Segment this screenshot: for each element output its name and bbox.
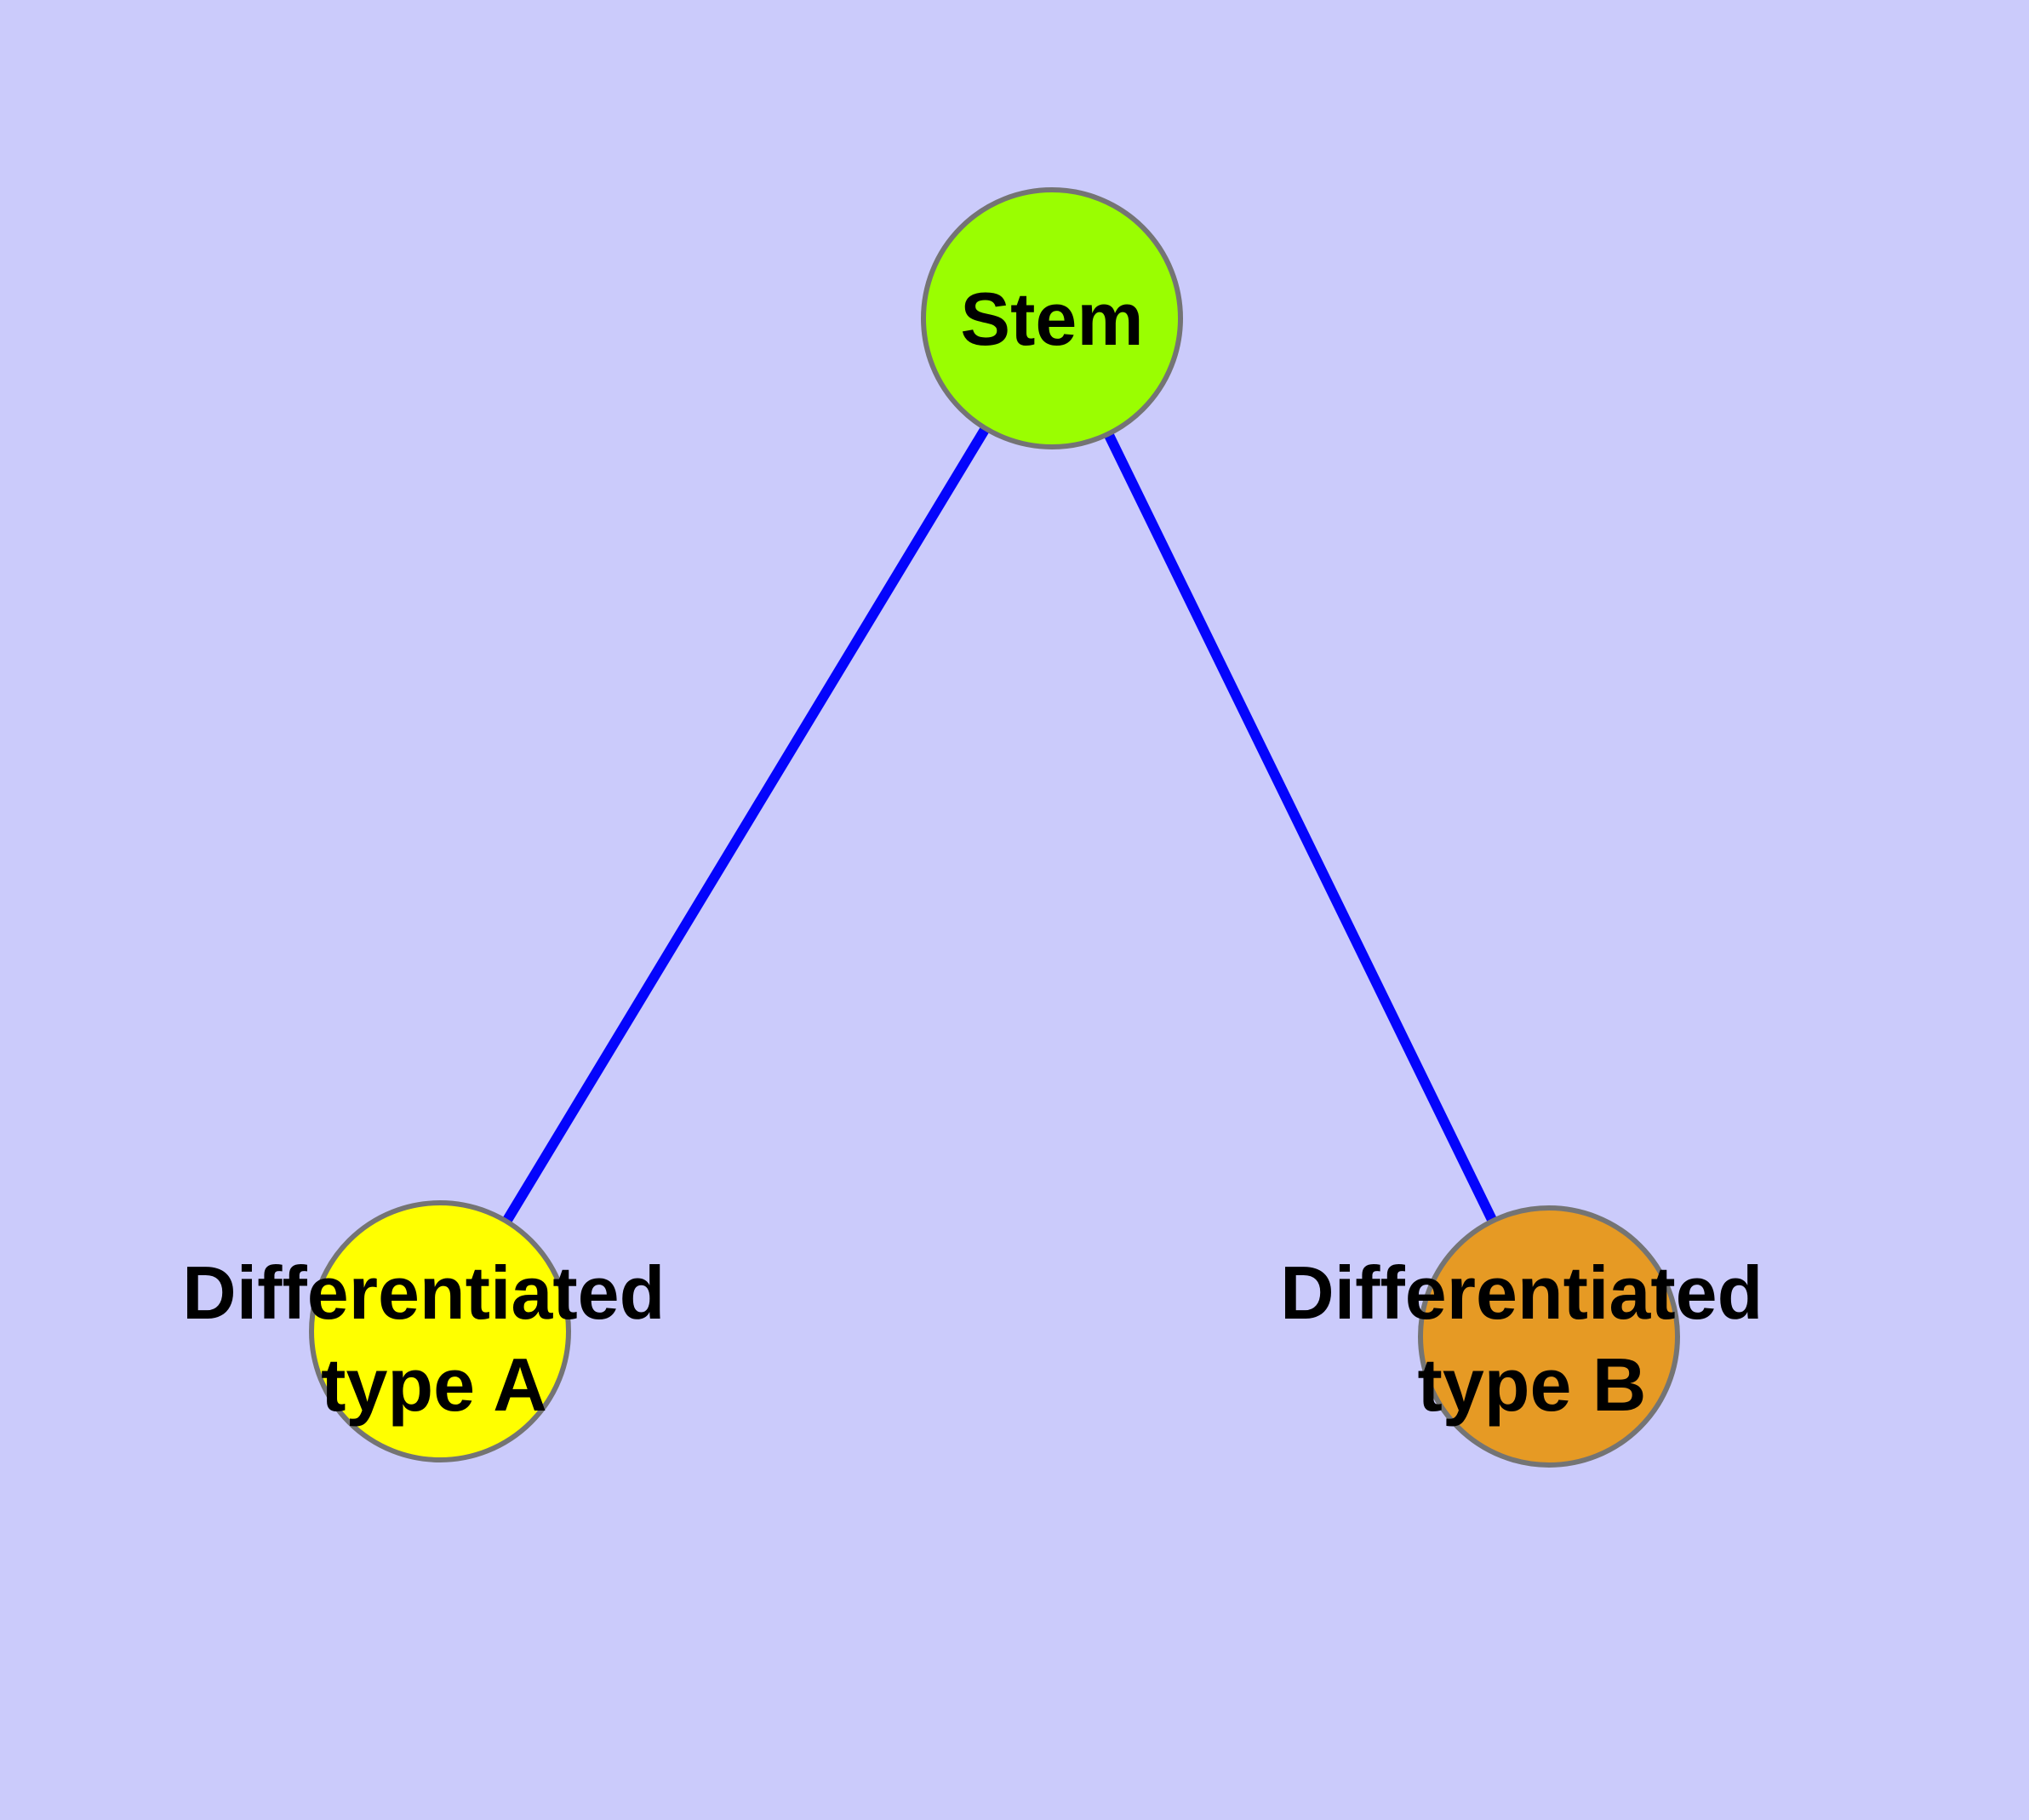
node-stem: Stem (921, 187, 1183, 449)
node-differentiated-type-a: Differentiated type A (182, 1200, 686, 1462)
node-stem-circle (921, 187, 1183, 449)
node-type-b-label-line2: type B (1418, 1342, 1647, 1427)
node-stem-label-line1: Stem (960, 277, 1143, 361)
node-type-a-label-line2: type A (321, 1342, 547, 1427)
node-type-a-circle (309, 1200, 571, 1462)
node-type-a-label-line1: Differentiated (182, 1251, 665, 1335)
node-differentiated-type-b: Differentiated type B (1280, 1205, 1784, 1468)
node-type-a-label: Differentiated type A (182, 1251, 686, 1427)
node-type-b-label: Differentiated type B (1280, 1251, 1784, 1427)
edge-stem-to-type-a (435, 315, 1057, 1335)
node-stem-label: Stem (960, 277, 1143, 361)
node-type-b-circle (1418, 1205, 1680, 1468)
edge-stem-to-type-b (1047, 316, 1554, 1339)
node-type-b-label-line1: Differentiated (1280, 1251, 1763, 1335)
